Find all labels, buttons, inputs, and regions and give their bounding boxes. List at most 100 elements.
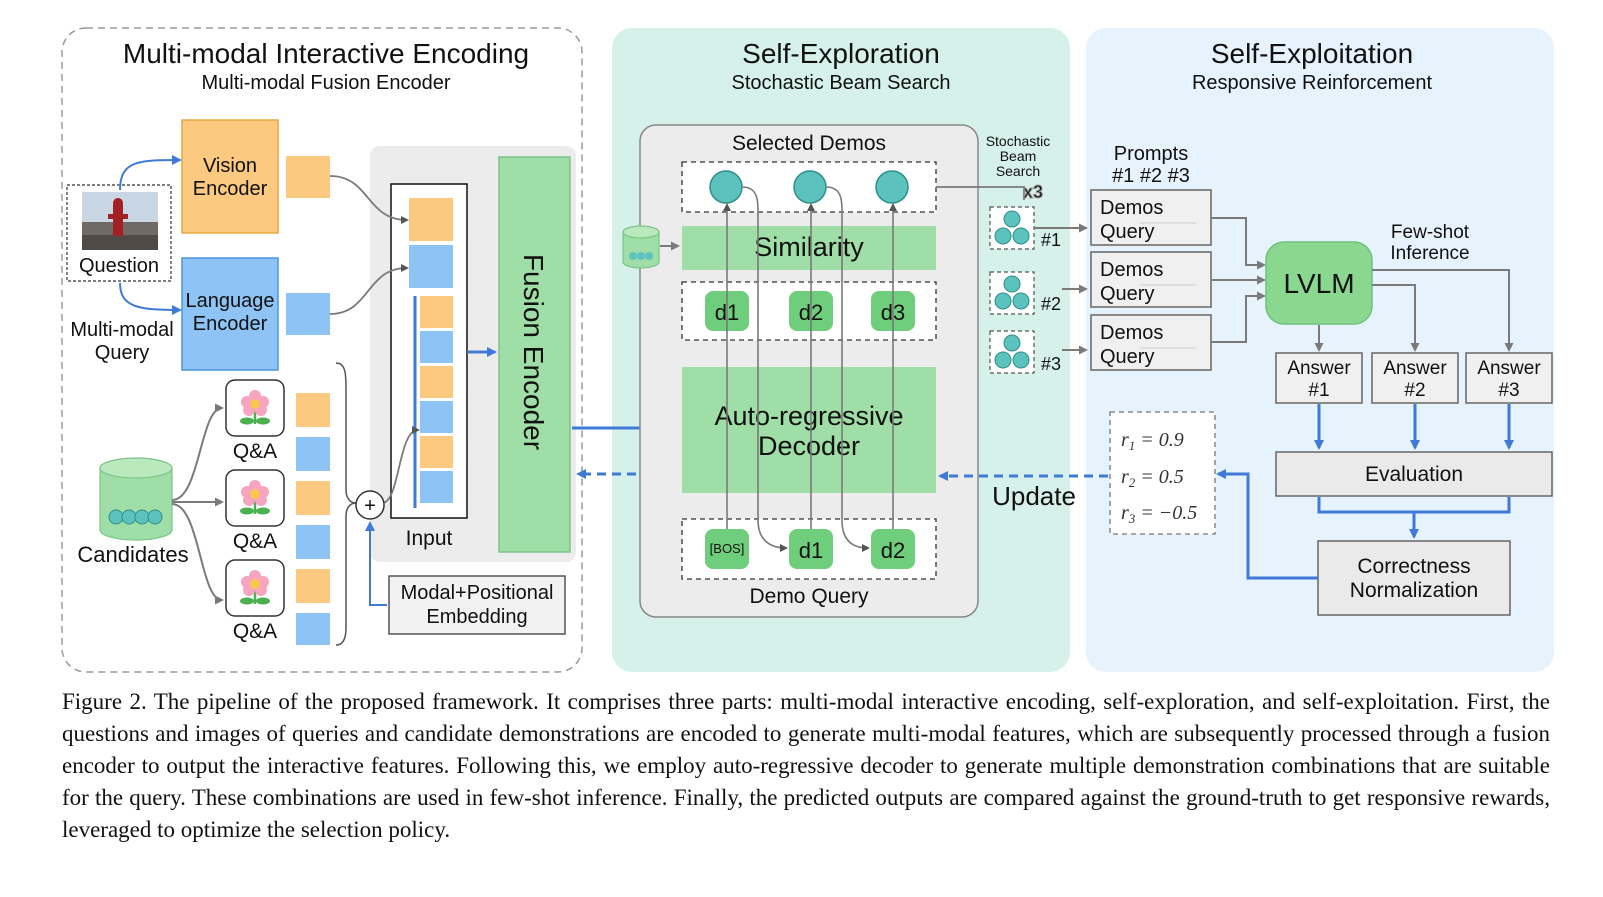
reward-1-symbol: r xyxy=(1121,429,1129,451)
selected-demos-label: Selected Demos xyxy=(732,132,886,155)
fusion-encoder-label: Fusion Encoder xyxy=(518,254,549,450)
qa-label-2: Q&A xyxy=(233,530,277,553)
normalization-label-line1: Correctness xyxy=(1357,555,1470,578)
input-candidate-1 xyxy=(420,296,453,328)
exploration-title: Self-Exploration xyxy=(742,38,940,69)
input-candidate-4 xyxy=(420,401,453,433)
beam-id-2: #2 xyxy=(1041,294,1061,314)
prompt-to-lvlm-arrow-1 xyxy=(1211,217,1266,270)
reward-3-value: = −0.5 xyxy=(1135,502,1197,524)
qa-flower-icon-3 xyxy=(225,559,285,617)
input-candidate-5 xyxy=(420,436,453,468)
fewshot-label-line2: Inference xyxy=(1390,243,1469,264)
beam-group-2 xyxy=(989,271,1035,315)
candidate-feature-vision-3 xyxy=(296,569,330,603)
question-to-language-arrow xyxy=(119,282,182,315)
beam-group-3 xyxy=(989,330,1035,374)
input-candidate-3 xyxy=(420,366,453,398)
reward-2-value: = 0.5 xyxy=(1135,466,1184,488)
prompt-to-lvlm-arrow-3 xyxy=(1211,291,1266,343)
reward-2-subscript: 2 xyxy=(1129,475,1136,490)
reward-1-value: = 0.9 xyxy=(1135,429,1184,451)
answer-box-3-line1: Answer xyxy=(1477,358,1541,379)
answer-box-1 xyxy=(1275,352,1363,404)
candidates-to-input xyxy=(381,426,420,504)
answer-box-2-line1: Answer xyxy=(1383,358,1447,379)
prompt-box-1-line1: Demos xyxy=(1100,197,1163,219)
stochastic-label-line1: Stochastic xyxy=(986,133,1051,149)
stochastic-label-line2: Beam xyxy=(1000,148,1037,164)
language-feature xyxy=(286,293,330,335)
norm-to-rewards-arrow xyxy=(1216,469,1318,580)
prompt-box-3-line1: Demos xyxy=(1100,322,1163,344)
input-candidate-6 xyxy=(420,471,453,503)
reward-2: r2 = 0.5 xyxy=(1121,466,1184,490)
beam-group-1 xyxy=(989,206,1035,250)
vision-feature xyxy=(286,156,330,198)
lvlm-to-answer-arrow-2 xyxy=(1372,284,1420,352)
multimodal-query-label-line2: Query xyxy=(95,342,149,364)
evaluation-box xyxy=(1275,451,1553,497)
qa-flower-icon-2 xyxy=(225,469,285,527)
candidates-database-icon xyxy=(99,457,173,541)
exploration-subtitle: Stochastic Beam Search xyxy=(732,72,951,94)
selected-demo-token-1 xyxy=(709,170,743,204)
question-label: Question xyxy=(79,255,159,277)
query-token-d2 xyxy=(871,529,915,569)
plus-circle xyxy=(355,490,385,520)
vision-encoder-label-line2: Encoder xyxy=(193,178,268,200)
prompt-box-1 xyxy=(1090,189,1212,246)
beam-id-3: #3 xyxy=(1041,354,1061,374)
lvlm-to-answer-arrow-3 xyxy=(1372,269,1514,352)
selected-to-beam-line xyxy=(936,186,1025,200)
encoding-title: Multi-modal Interactive Encoding xyxy=(123,38,529,69)
query-token-d1-label: d1 xyxy=(799,538,823,563)
question-image xyxy=(82,192,158,250)
answer-box-2-line2: #2 xyxy=(1404,380,1425,401)
decoder-label-line2: Decoder xyxy=(758,431,860,461)
answer-box-3 xyxy=(1465,352,1553,404)
answer-box-1-line1: Answer xyxy=(1287,358,1351,379)
query-token-d2-label: d2 xyxy=(881,538,905,563)
candidate-arrow-3 xyxy=(171,503,224,605)
language-encoder-label-line2: Encoder xyxy=(193,313,268,335)
input-label: Input xyxy=(406,527,453,550)
fewshot-label-line1: Few-shot xyxy=(1391,222,1470,243)
qa-label-3: Q&A xyxy=(233,620,277,643)
reward-3-subscript: 3 xyxy=(1128,511,1136,526)
vision-encoder xyxy=(181,119,279,234)
embedding-label-line1: Modal+Positional xyxy=(401,582,554,604)
prompt-box-3-line2: Query xyxy=(1100,346,1154,368)
lvlm-box xyxy=(1265,241,1373,325)
stochastic-label-line3: Search xyxy=(996,163,1040,179)
prompts-label-line1: Prompts xyxy=(1114,143,1188,165)
vision-encoder-label-line1: Vision xyxy=(203,155,257,177)
prompt-box-2-line2: Query xyxy=(1100,283,1154,305)
normalization-label-line2: Normalization xyxy=(1350,579,1478,602)
prompt-box-2 xyxy=(1090,251,1212,308)
qa-flower-icon-1 xyxy=(225,379,285,437)
answer-box-3-line2: #3 xyxy=(1498,380,1519,401)
times-three-label: x3 xyxy=(1023,182,1043,202)
query-token-d1 xyxy=(789,529,833,569)
answer-box-1-line2: #1 xyxy=(1308,380,1329,401)
vision-feature-to-input xyxy=(329,175,409,224)
feedback-line-1 xyxy=(741,186,788,552)
embedding-to-plus-arrow xyxy=(365,521,387,606)
embedding-box xyxy=(388,575,566,635)
reward-1: r1 = 0.9 xyxy=(1121,429,1184,453)
candidate-feature-language-1 xyxy=(296,437,330,471)
demo-database-icon xyxy=(622,225,660,269)
rewards-box xyxy=(1109,411,1216,535)
exploitation-subtitle: Responsive Reinforcement xyxy=(1192,72,1433,94)
reward-3-symbol: r xyxy=(1121,502,1129,524)
reward-3: r3 = −0.5 xyxy=(1121,502,1197,526)
query-token-bos xyxy=(705,529,749,569)
input-query-language xyxy=(409,245,453,288)
answer-box-2 xyxy=(1371,352,1459,404)
decoder-label-line1: Auto-regressive xyxy=(714,401,903,431)
question-to-vision-arrow xyxy=(119,155,182,191)
pipeline-diagram: Multi-modal Interactive Encoding Multi-m… xyxy=(61,27,1554,673)
feedback-line-2 xyxy=(825,186,870,552)
embedding-label-line2: Embedding xyxy=(426,606,527,628)
